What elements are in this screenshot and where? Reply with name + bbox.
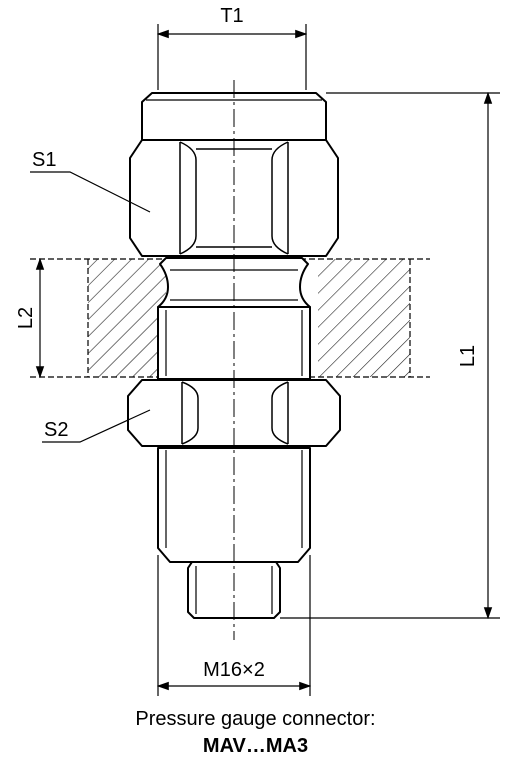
label-s2: S2 — [44, 419, 68, 441]
dimension-t1 — [156, 24, 308, 90]
dimension-l1 — [280, 91, 500, 620]
connector-body — [127, 92, 341, 619]
label-m16x2: M16×2 — [203, 659, 265, 681]
leader-s1 — [30, 171, 151, 213]
label-l1: L1 — [457, 345, 479, 367]
label-l2: L2 — [15, 307, 37, 329]
caption-model: MAV…MA3 — [202, 735, 309, 757]
technical-drawing: T1 L1 L2 M16×2 S1 S2 — [15, 5, 500, 696]
wall-section — [30, 258, 430, 378]
label-t1: T1 — [220, 5, 243, 27]
label-s1: S1 — [32, 149, 56, 171]
dimension-m16 — [156, 555, 312, 696]
caption-title: Pressure gauge connector: — [135, 708, 376, 730]
leader-s2 — [42, 409, 151, 443]
